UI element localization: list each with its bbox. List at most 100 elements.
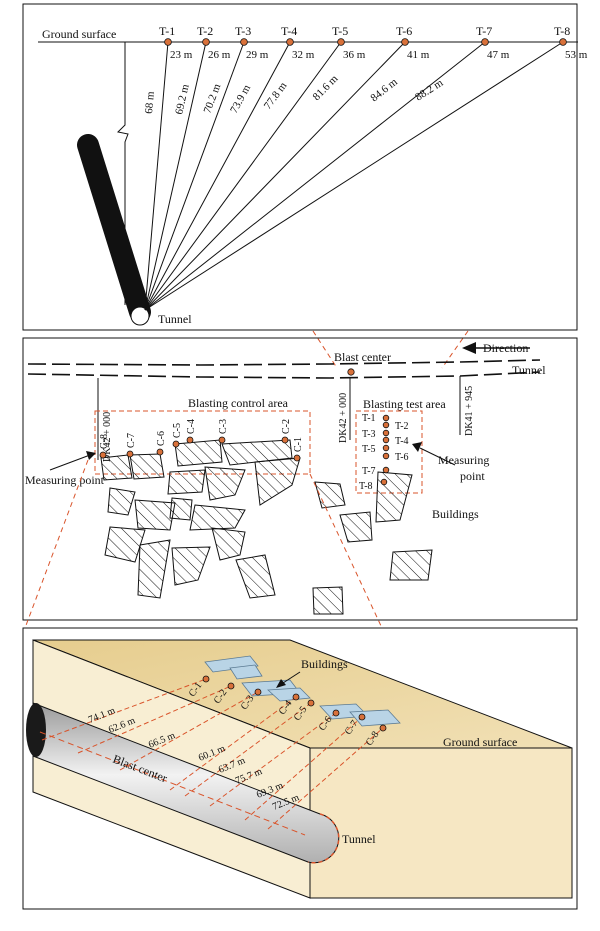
slant-distance-label: 69.2 m — [173, 83, 192, 116]
tunnel-mouth — [130, 306, 150, 326]
slant-distance-label: 70.2 m — [202, 82, 224, 115]
t-point — [382, 436, 390, 444]
depth-label: 36 m — [343, 49, 366, 61]
measuring-arrowhead-right — [412, 442, 422, 452]
measuring-point-left-label: Measuring point — [25, 473, 105, 487]
c-point-3d — [379, 724, 387, 732]
c-point-3d — [227, 682, 235, 690]
t-point — [382, 429, 390, 437]
measuring-arrowhead-left — [86, 451, 96, 460]
blast-center-point — [347, 368, 355, 376]
panel-a-frame — [22, 3, 578, 331]
point-id: T-4 — [281, 24, 297, 38]
distance-line — [169, 696, 297, 791]
ray-line — [144, 41, 169, 311]
buildings-label-c: Buildings — [301, 657, 348, 671]
c-point-label: C-3 — [218, 419, 229, 434]
distance-line — [267, 727, 384, 830]
building — [312, 586, 344, 615]
t-point-label: T-1 — [362, 413, 376, 424]
depth-label: 26 m — [208, 49, 231, 61]
building — [174, 439, 223, 467]
measuring-point-right-label-1: Measuring — [438, 453, 489, 467]
c-point-3d — [202, 675, 210, 683]
building — [104, 526, 146, 563]
chainage-label-3: DK41 + 945 — [464, 386, 475, 436]
buildings-label: Buildings — [432, 507, 479, 521]
point-id: T-7 — [476, 24, 492, 38]
tunnel-line-upper — [27, 359, 541, 366]
c-point — [156, 448, 164, 456]
c-point-label: C-7 — [126, 433, 137, 448]
c-point-3d — [307, 699, 315, 707]
panel-c-frame — [22, 627, 578, 910]
slant-distance-label: 77.8 m — [262, 80, 290, 112]
panel-a: Ground surface Tunnel T-123 m68 mT-226 m… — [22, 3, 588, 331]
tunnel-axis — [39, 731, 306, 836]
tunnel-label-c: Tunnel — [342, 832, 376, 846]
panel-b: Tunnel Direction Blast center DK42 + 000… — [22, 337, 578, 621]
measuring-point-right-label-2: point — [460, 469, 485, 483]
distance-line — [184, 702, 312, 797]
depth-label: 53 m — [565, 49, 588, 61]
distance-line — [77, 685, 232, 754]
building — [100, 454, 133, 481]
buildings-arrow — [282, 671, 301, 684]
ray-line — [144, 41, 406, 311]
c-point-label: C-5 — [172, 423, 183, 438]
tunnel-end-outline — [307, 813, 340, 864]
building — [167, 469, 206, 495]
surface-point — [559, 38, 567, 46]
building — [134, 499, 176, 531]
t-point-label: T-2 — [395, 421, 409, 432]
t-point — [382, 444, 390, 452]
surface-point — [240, 38, 248, 46]
ray-line — [144, 41, 207, 311]
c-point-3d — [358, 713, 366, 721]
point-id: T-2 — [197, 24, 213, 38]
surface-point — [337, 38, 345, 46]
c-point-3d — [292, 693, 300, 701]
distance-line — [209, 712, 337, 807]
t-point-label: T-5 — [362, 444, 376, 455]
control-area-label: Blasting control area — [188, 396, 289, 410]
slant-distance-label: 68 m — [143, 91, 157, 115]
t-point — [382, 421, 390, 429]
c-point — [172, 440, 180, 448]
c-point — [186, 436, 194, 444]
distance-line — [244, 716, 363, 821]
t-point-label: T-4 — [395, 436, 409, 447]
surface-point — [481, 38, 489, 46]
chainage-label-2: DK42 + 000 — [338, 393, 349, 443]
depth-label: 47 m — [487, 49, 510, 61]
c-point — [99, 451, 107, 459]
point-id: T-3 — [235, 24, 251, 38]
t-measuring-points: T-1T-3T-5T-7T-8T-2T-4T-6 — [359, 413, 409, 492]
ground-surface-label-c: Ground surface — [443, 735, 517, 749]
t-point — [382, 466, 390, 474]
building — [204, 655, 259, 673]
ray-line — [144, 41, 342, 311]
panel-c: Buildings Ground surface Blast center Tu… — [22, 627, 578, 910]
t-point-label: T-8 — [359, 481, 373, 492]
depth-label: 41 m — [407, 49, 430, 61]
t-point — [380, 478, 388, 486]
section-break-line — [116, 42, 129, 305]
building-cluster — [100, 439, 433, 615]
building — [339, 511, 373, 543]
t-point-label: T-3 — [362, 429, 376, 440]
building — [189, 504, 246, 531]
c-point — [293, 454, 301, 462]
blast-center-label: Blast center — [334, 350, 391, 364]
building — [137, 539, 171, 599]
chainage-label-1: DK42 + 000 — [102, 412, 113, 462]
measurement-rays: T-123 m68 mT-226 m69.2 mT-329 m70.2 mT-4… — [143, 24, 588, 311]
building — [229, 664, 263, 680]
building — [375, 471, 413, 523]
point-id: T-1 — [159, 24, 175, 38]
surface-point — [164, 38, 172, 46]
inclined-tunnel — [77, 134, 151, 323]
slant-distance-label: 73.9 m — [228, 82, 253, 115]
c-point-label: C-1 — [293, 437, 304, 452]
